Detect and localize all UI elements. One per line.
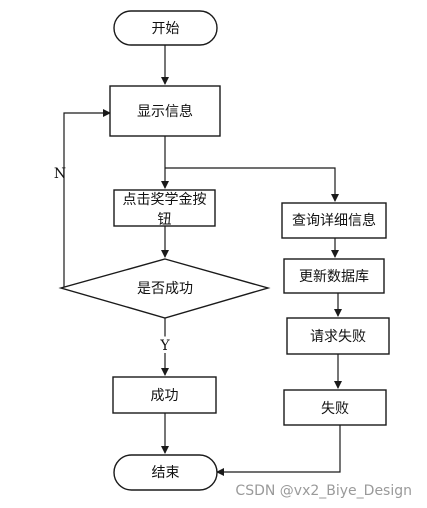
update-database-node: [283, 258, 385, 294]
yes-edge-label: Y: [159, 338, 170, 354]
click-button-label-line1: 点击奖学金按: [123, 191, 207, 208]
start-label: 开始: [152, 21, 180, 37]
success-label: 成功: [151, 388, 179, 404]
query-details-label: 查询详细信息: [292, 212, 376, 229]
query-details-node: [281, 202, 387, 239]
request-failed-node: [286, 317, 390, 355]
end-node: [113, 454, 218, 491]
show-info-node: [109, 85, 221, 137]
decision-node: [58, 258, 271, 319]
end-label: 结束: [152, 465, 180, 481]
show-info-label: 显示信息: [137, 103, 193, 120]
no-edge-label: N: [54, 166, 66, 182]
request-failed-label: 请求失败: [310, 329, 366, 345]
click-button-label-line2: 钮: [158, 212, 172, 228]
update-database-label: 更新数据库: [299, 269, 369, 285]
edge-fail-to-end: [216, 425, 341, 476]
edge-show-info-to-query: [165, 167, 339, 202]
success-node: [112, 376, 217, 414]
watermark-text: CSDN @vx2_Biye_Design: [235, 483, 412, 499]
start-node: [113, 10, 218, 46]
fail-label: 失败: [321, 401, 349, 417]
click-button-node: [113, 189, 216, 227]
decision-label: 是否成功: [137, 281, 193, 297]
fail-node: [283, 389, 387, 426]
edge-decision-no-loop: [63, 109, 111, 288]
